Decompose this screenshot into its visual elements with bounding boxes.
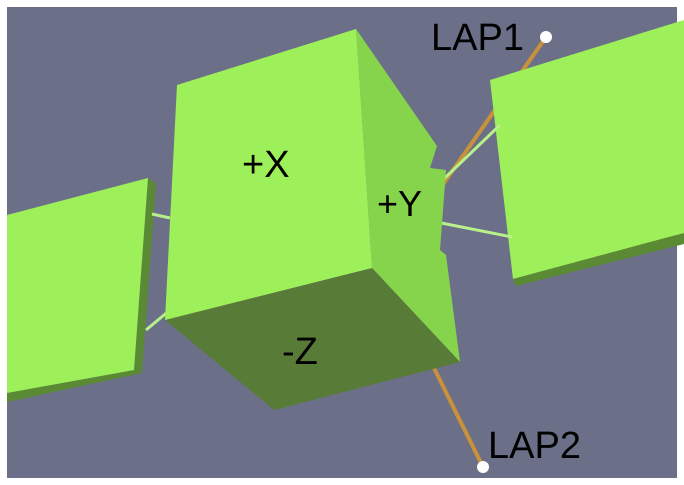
lap1-probe-tip xyxy=(540,31,552,43)
label-lap2: LAP2 xyxy=(488,425,581,467)
left-strut-upper xyxy=(151,212,171,220)
label-plus-x: +X xyxy=(242,144,290,186)
spacecraft-body xyxy=(165,29,460,410)
lap2-probe-tip xyxy=(477,461,489,473)
lap2-boom xyxy=(428,359,485,468)
label-minus-z: -Z xyxy=(282,331,318,373)
label-plus-y: +Y xyxy=(377,183,422,224)
left-solar-panel xyxy=(7,178,156,402)
right-solar-panel xyxy=(490,20,684,286)
cube-face-plus-y xyxy=(356,29,460,362)
label-lap1: LAP1 xyxy=(431,17,524,59)
cube-face-plus-x xyxy=(165,29,372,320)
cube-face-minus-z xyxy=(165,268,460,410)
